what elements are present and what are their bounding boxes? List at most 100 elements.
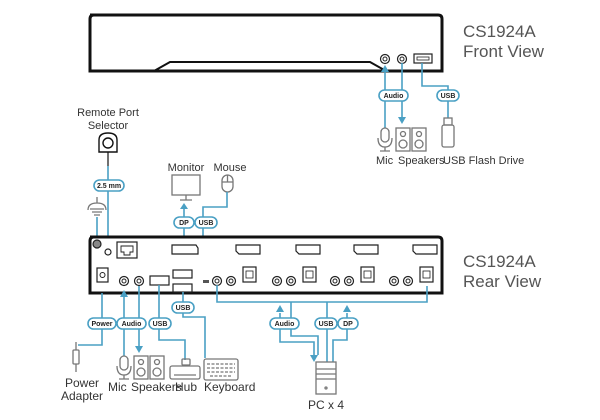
usb-flash-drive-icon [441, 117, 455, 148]
pc-dp-arrow-icon [343, 305, 351, 312]
svg-text:Audio: Audio [122, 321, 142, 328]
ground-icon [87, 197, 107, 216]
pc-audio-down-arrow-icon [310, 355, 318, 362]
mic-arrow-icon [381, 65, 389, 72]
console-usb-port-keyboard [172, 283, 193, 293]
pc4-mic-jack [388, 275, 400, 287]
keyboard-icon [203, 358, 239, 381]
console-mic-icon [116, 355, 132, 380]
svg-text:USB: USB [153, 321, 168, 328]
pc1-usb-b-port [242, 266, 257, 283]
pc-port-set-3 [329, 244, 379, 287]
power-adapter-icon [72, 342, 80, 372]
svg-text:DP: DP [179, 220, 189, 227]
pc-port-set-4 [388, 244, 438, 287]
svg-text:USB: USB [441, 93, 456, 100]
svg-text:DP: DP [343, 321, 353, 328]
console-audio-pill: Audio [116, 317, 147, 330]
pc2-mic-jack [271, 275, 283, 287]
pc-bus-wire [216, 285, 428, 303]
mic-icon [377, 127, 393, 152]
front-audio-pill: Audio [378, 89, 409, 102]
rear-chassis [88, 235, 444, 295]
front-flash-label: USB Flash Drive [443, 155, 524, 167]
pc1-dp-port [235, 244, 261, 255]
pc-usb-pill: USB [314, 317, 338, 330]
rear-model-label: CS1924A [463, 252, 536, 271]
console-speaker-jack [133, 275, 145, 287]
pc2-dp-port [295, 244, 321, 255]
svg-text:2.5 mm: 2.5 mm [97, 183, 121, 190]
front-model-label: CS1924A [463, 22, 536, 41]
mouse-label: Mouse [213, 162, 246, 174]
pc3-dp-port [353, 244, 379, 255]
monitor-icon [171, 174, 201, 201]
hub-wire [158, 285, 186, 360]
power-jack [96, 267, 109, 283]
console-usb-port-hub [149, 275, 170, 286]
pc4-usb-b-port [419, 266, 434, 283]
console-speaker-arrow-icon [135, 346, 143, 353]
pc-dp-pill: DP [337, 317, 359, 330]
power-adapter-label-line2: Adapter [61, 389, 103, 403]
console-mic-label: Mic [108, 380, 127, 394]
svg-text:Power: Power [91, 321, 112, 328]
speaker-arrow-icon [398, 117, 406, 124]
keyboard-usb-pill: USB [171, 301, 195, 314]
front-view-label: Front View [463, 42, 545, 61]
pc3-mic-jack [329, 275, 341, 287]
console-speakers-icon [133, 355, 165, 380]
pc1-mic-jack [211, 275, 223, 287]
remote-label-line2: Selector [88, 120, 129, 132]
hub-label: Hub [175, 380, 197, 394]
remote-port-jack [104, 248, 112, 256]
usb-hub-icon [169, 358, 201, 380]
pc3-speaker-jack [343, 275, 355, 287]
pc3-usb-b-port [360, 266, 375, 283]
rear-view-label: Rear View [463, 272, 542, 291]
mouse-icon [221, 174, 234, 193]
console-mic-arrow-icon [120, 290, 128, 297]
pc-audio-up-arrow-icon [276, 305, 284, 312]
pc2-speaker-jack [285, 275, 297, 287]
front-usb-pill: USB [436, 89, 460, 102]
power-wire [78, 293, 103, 346]
monitor-dp-pill: DP [173, 216, 195, 229]
front-usb-wire [421, 63, 449, 118]
svg-text:Audio: Audio [384, 93, 404, 100]
pc-label: PC x 4 [308, 398, 344, 412]
front-speakers-label: Speakers [398, 155, 445, 167]
monitor-arrow-icon [180, 203, 188, 209]
pc4-speaker-jack [402, 275, 414, 287]
svg-text:USB: USB [319, 321, 334, 328]
led-indicator [203, 280, 209, 283]
power-adapter-label-line1: Power [65, 376, 99, 390]
pc2-usb-b-port [302, 266, 317, 283]
front-usb-port [413, 53, 433, 64]
remote-port-selector-icon [98, 132, 118, 166]
pc-port-group [211, 244, 438, 287]
remote-size-pill: 2.5 mm [93, 179, 125, 192]
monitor-label: Monitor [168, 162, 205, 174]
console-dp-port [171, 244, 199, 255]
console-speakers-label: Speakers [131, 380, 182, 394]
front-mic-label: Mic [376, 155, 394, 167]
front-mic-jack [379, 53, 391, 65]
console-usb-port-mouse [172, 269, 193, 279]
svg-text:USB: USB [199, 220, 214, 227]
console-mic-jack [118, 275, 130, 287]
power-pill: Power [87, 317, 117, 330]
keyboard-label: Keyboard [204, 380, 255, 394]
pc1-speaker-jack [225, 275, 237, 287]
ground-screw [92, 239, 102, 249]
remote-label-line1: Remote Port [77, 107, 139, 119]
svg-text:USB: USB [176, 305, 191, 312]
front-chassis [88, 13, 444, 73]
mouse-usb-pill: USB [194, 216, 218, 229]
pc-port-set-1 [211, 244, 261, 287]
pc-port-set-2 [271, 244, 321, 287]
speakers-icon [395, 127, 427, 152]
lan-port [116, 241, 138, 259]
pc-audio-pill: Audio [269, 317, 300, 330]
